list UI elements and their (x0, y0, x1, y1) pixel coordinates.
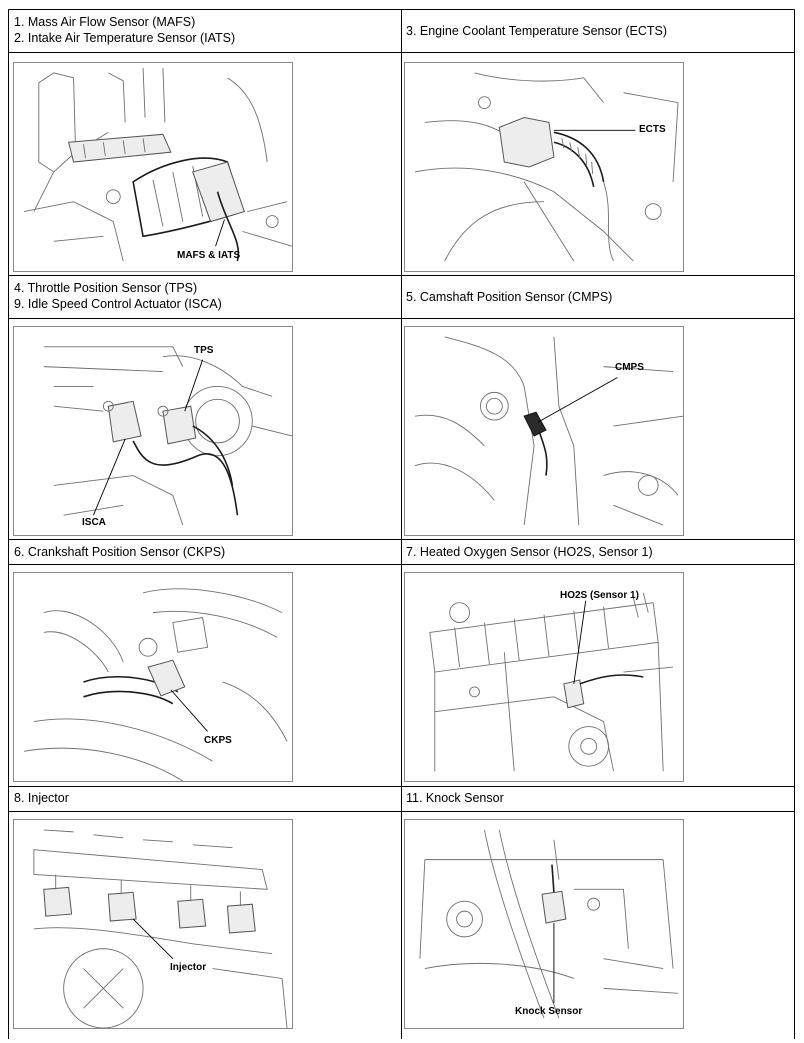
caption-line: 4. Throttle Position Sensor (TPS) (14, 281, 198, 295)
callout-injector: Injector (170, 962, 207, 973)
caption-cmps: 5. Camshaft Position Sensor (CMPS) (406, 289, 612, 305)
sensor-location-table: 1. Mass Air Flow Sensor (MAFS) 2. Intake… (8, 9, 795, 1039)
callout-knock-sensor: Knock Sensor (515, 1006, 583, 1017)
callout-mafs-iats: MAFS & IATS (177, 250, 241, 261)
caption-line: 5. Camshaft Position Sensor (CMPS) (406, 290, 613, 304)
callout-isca: ISCA (82, 517, 106, 528)
caption-line: 7. Heated Oxygen Sensor (HO2S, Sensor 1) (406, 545, 653, 559)
caption-line: 1. Mass Air Flow Sensor (MAFS) (14, 15, 196, 29)
callout-ects: ECTS (639, 124, 666, 135)
knock-sensor-drawing (405, 820, 683, 1028)
illustration-ckps: CKPS (13, 572, 293, 782)
callout-ckps: CKPS (204, 735, 232, 746)
illustration-tps-isca: TPS ISCA (13, 326, 293, 536)
injector-drawing (14, 820, 292, 1028)
mafs-iats-drawing (14, 63, 292, 271)
illustration-ho2s: HO2S (Sensor 1) (404, 572, 684, 782)
illustration-knock-sensor: Knock Sensor (404, 819, 684, 1029)
ckps-drawing (14, 573, 292, 781)
caption-line: 8. Injector (14, 791, 69, 805)
caption-ckps: 6. Crankshaft Position Sensor (CKPS) (14, 544, 225, 560)
ects-drawing (405, 63, 683, 271)
caption-line: 11. Knock Sensor (406, 791, 504, 805)
caption-injector: 8. Injector (14, 790, 69, 806)
caption-knock-sensor: 11. Knock Sensor (406, 790, 504, 806)
caption-tps-isca: 4. Throttle Position Sensor (TPS) 9. Idl… (14, 280, 222, 312)
callout-tps: TPS (194, 345, 214, 356)
tps-isca-drawing (14, 327, 292, 535)
caption-line: 6. Crankshaft Position Sensor (CKPS) (14, 545, 226, 559)
callout-ho2s: HO2S (Sensor 1) (560, 590, 639, 601)
illustration-cmps: CMPS (404, 326, 684, 536)
caption-line: 3. Engine Coolant Temperature Sensor (EC… (406, 24, 668, 38)
table-grid (8, 9, 795, 1039)
illustration-ects: ECTS (404, 62, 684, 272)
caption-line: 9. Idle Speed Control Actuator (ISCA) (14, 297, 222, 311)
callout-cmps: CMPS (615, 362, 644, 373)
caption-ects: 3. Engine Coolant Temperature Sensor (EC… (406, 23, 667, 39)
illustration-injector: Injector (13, 819, 293, 1029)
caption-line: 2. Intake Air Temperature Sensor (IATS) (14, 31, 236, 45)
caption-ho2s: 7. Heated Oxygen Sensor (HO2S, Sensor 1) (406, 544, 653, 560)
illustration-mafs-iats: MAFS & IATS (13, 62, 293, 272)
cmps-drawing (405, 327, 683, 535)
caption-mafs-iats: 1. Mass Air Flow Sensor (MAFS) 2. Intake… (14, 14, 235, 46)
ho2s-drawing (405, 573, 683, 781)
